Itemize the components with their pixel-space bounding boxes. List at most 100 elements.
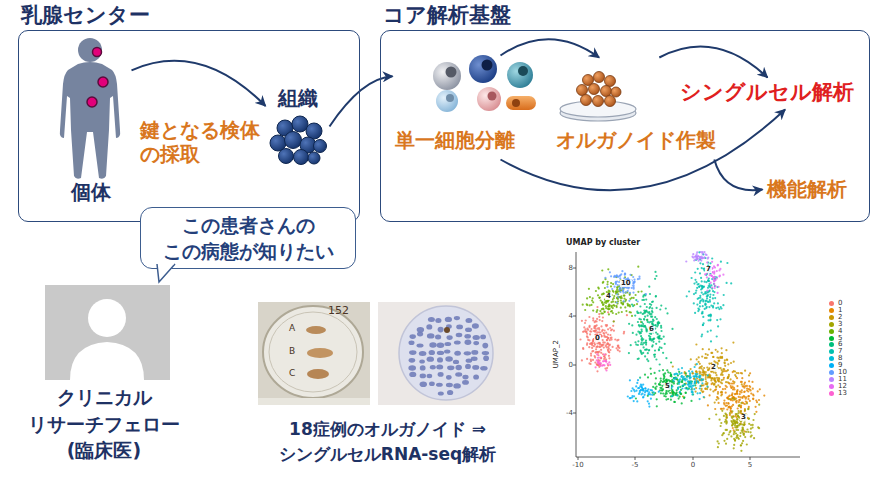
umap-point [728, 403, 730, 405]
organoid-dish [611, 87, 621, 97]
umap-point [623, 300, 625, 302]
umap-point [635, 334, 637, 336]
umap-point [713, 371, 715, 373]
umap-point [723, 403, 725, 405]
umap-point [734, 423, 736, 425]
umap-point [755, 399, 757, 401]
umap-point [740, 402, 742, 404]
umap-point [673, 373, 675, 375]
umap-point [702, 253, 704, 255]
cell-nucleus [435, 318, 441, 323]
umap-point [640, 324, 642, 326]
umap-point [734, 430, 736, 432]
umap-point [665, 357, 667, 359]
single-cells [446, 94, 454, 102]
umap-point [721, 391, 723, 393]
umap-point [741, 391, 743, 393]
dish-photo [307, 369, 329, 379]
umap-point [599, 310, 601, 312]
umap-point [702, 257, 704, 259]
umap-point [691, 381, 693, 383]
umap-point [631, 297, 633, 299]
umap-point [641, 329, 643, 331]
umap-point [622, 289, 624, 291]
umap-point [607, 342, 609, 344]
umap-point [602, 282, 604, 284]
umap-point [688, 290, 690, 292]
umap-point [736, 400, 738, 402]
umap-point [605, 332, 607, 334]
plain-label: UMAP_2 [552, 334, 560, 374]
umap-point [603, 334, 605, 336]
umap-point [753, 394, 755, 396]
avatar-picture [70, 342, 144, 380]
umap-point [750, 389, 752, 391]
umap-point [586, 358, 588, 360]
umap-point [739, 423, 741, 425]
umap-point [717, 363, 719, 365]
cell-nucleus [464, 351, 471, 355]
umap-point [648, 349, 650, 351]
umap-point [609, 344, 611, 346]
umap-point [731, 405, 733, 407]
umap-point [667, 398, 669, 400]
umap-point [625, 292, 627, 294]
umap-point [751, 381, 753, 383]
umap-point [666, 380, 668, 382]
organoid-dish [593, 96, 604, 107]
umap-point [711, 383, 713, 385]
umap-point [731, 392, 733, 394]
umap-point [586, 335, 588, 337]
umap-point [701, 335, 703, 337]
umap-point [730, 362, 732, 364]
umap-point [731, 417, 733, 419]
umap-point [723, 362, 725, 364]
umap-point [634, 315, 636, 317]
umap-point [713, 384, 715, 386]
umap-point [707, 280, 709, 282]
umap-point [694, 366, 696, 368]
umap-point [662, 352, 664, 354]
umap-point [604, 329, 606, 331]
umap-point [629, 379, 631, 381]
umap-point [729, 430, 731, 432]
umap-point [711, 275, 713, 277]
umap-point [652, 386, 654, 388]
umap-point [721, 352, 723, 354]
umap-point [694, 375, 696, 377]
cell-nucleus [437, 357, 443, 362]
cell-nucleus [409, 372, 416, 377]
umap-point [749, 388, 751, 390]
node-text: 乳腺センター [21, 3, 321, 28]
umap-point [705, 371, 707, 373]
umap-point [717, 398, 719, 400]
umap-point [607, 346, 609, 348]
umap-point [711, 352, 713, 354]
umap-point [644, 387, 646, 389]
umap-point [586, 333, 588, 335]
umap-point [594, 355, 596, 357]
umap-point [622, 287, 624, 289]
umap-plot [576, 252, 577, 457]
umap-point [664, 343, 666, 345]
umap-point [708, 418, 710, 420]
umap-point [709, 294, 711, 296]
umap-point [743, 424, 745, 426]
umap-point [712, 267, 714, 269]
cell-nucleus [466, 318, 473, 323]
umap-point [723, 400, 725, 402]
tissue-cluster [279, 149, 294, 164]
umap-point [717, 440, 719, 442]
cell-nucleus [436, 383, 443, 387]
umap-point [699, 372, 701, 374]
umap-point [653, 391, 655, 393]
umap-point [582, 331, 584, 333]
umap-point [737, 429, 739, 431]
umap-point [699, 300, 701, 302]
umap-point [600, 312, 602, 314]
umap-point [711, 261, 713, 263]
umap-point [611, 310, 613, 312]
umap-point [744, 370, 746, 372]
umap-point [679, 386, 681, 388]
umap-point [744, 391, 746, 393]
